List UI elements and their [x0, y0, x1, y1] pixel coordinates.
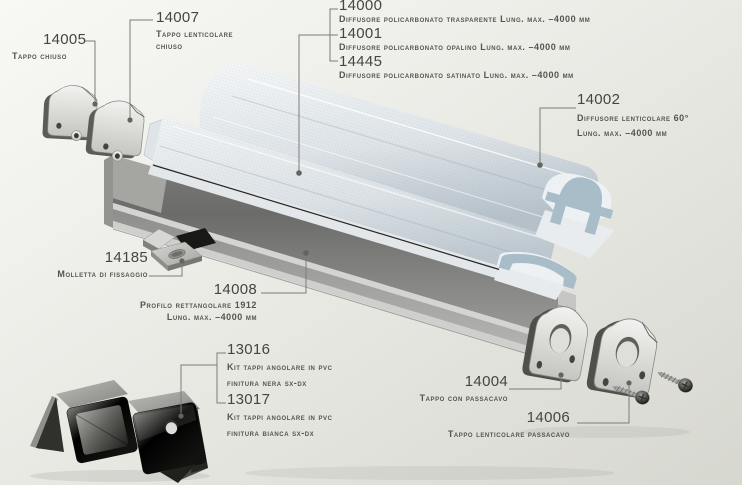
part-number-14007: 14007: [156, 9, 200, 26]
part-desc-13017-line2: finitura bianca sx-dx: [227, 428, 315, 438]
leader-14000-group: [298, 8, 338, 171]
fixing-clip-illustration: [142, 228, 216, 271]
leader-14002: [539, 107, 576, 162]
part-number-14004: 14004: [464, 373, 508, 390]
leader-13016-group: [180, 352, 226, 413]
leader-dots: [92, 101, 632, 419]
part-desc-14445: Diffusore policarbonato satinato Lung. m…: [339, 70, 574, 80]
part-desc-13016-line2: finitura nera sx-dx: [227, 378, 307, 388]
label-14185: 14185 Molletta di fissaggio: [36, 249, 148, 280]
part-desc-14008-line2: Lung. max. –4000 mm: [166, 312, 257, 322]
part-desc-14006: Tappo lenticolare passacavo: [447, 429, 570, 439]
leader-14185: [149, 263, 183, 277]
leader-14005: [84, 40, 96, 102]
end-cap-closed-illustration: [42, 83, 99, 141]
part-number-13017: 13017: [227, 391, 271, 408]
leader-14006: [577, 386, 630, 424]
part-number-14000: 14000: [339, 0, 383, 14]
label-14002: 14002 Diffusore lenticolare 60° Lung. ma…: [577, 91, 689, 141]
part-desc-14007-line1: Tappo lenticolare: [156, 29, 234, 39]
pvc-corner-cap-illustration: [30, 380, 208, 483]
label-14001: 14001 Diffusore policarbonato opalino Lu…: [339, 25, 590, 53]
part-desc-13016-line1: Kit tappi angolare in pvc: [227, 362, 333, 372]
lenticular-diffuser-end-profile: [545, 177, 614, 235]
leader-14007: [129, 19, 153, 118]
part-number-14006: 14006: [526, 409, 570, 426]
ground-shadows: [30, 426, 690, 482]
label-14005: 14005 Tappo chiuso: [12, 31, 87, 62]
label-14000: 14000 Diffusore policarbonato trasparent…: [339, 0, 590, 25]
diffuser-flat-illustration: [143, 116, 577, 300]
label-14445: 14445 Diffusore policarbonato satinato L…: [339, 53, 590, 81]
end-cap-lenticular-cable-gland-illustration: [585, 313, 662, 399]
part-number-13016: 13016: [227, 341, 271, 358]
label-diffuser-group: 14000 Diffusore policarbonato trasparent…: [339, 0, 590, 83]
leader-lines: [84, 8, 630, 424]
part-number-14185: 14185: [104, 249, 148, 266]
label-14004: 14004 Tappo con passacavo: [380, 373, 508, 404]
label-13017: 13017 Kit tappi angolare in pvc finitura…: [227, 391, 333, 439]
screw-icon: [657, 372, 693, 393]
part-desc-14002-line1: Diffusore lenticolare 60°: [577, 113, 689, 123]
leader-14008: [261, 256, 307, 294]
label-13016: 13016 Kit tappi angolare in pvc finitura…: [227, 341, 333, 389]
label-14007: 14007 Tappo lenticolare chiuso: [156, 9, 234, 52]
part-desc-14005: Tappo chiuso: [12, 51, 67, 61]
part-number-14005: 14005: [43, 31, 87, 48]
screw-icon: [612, 385, 650, 405]
part-number-14445: 14445: [339, 53, 383, 70]
flat-diffuser-end-profile: [498, 253, 577, 289]
leader-14004: [509, 378, 562, 390]
part-number-14002: 14002: [577, 91, 621, 108]
part-desc-14001: Diffusore policarbonato opalino Lung. ma…: [339, 42, 571, 52]
end-cap-lenticular-closed-illustration: [85, 97, 147, 162]
label-14008: 14008 Profilo rettangolare 1912 Lung. ma…: [127, 281, 257, 323]
part-desc-14002-line2: Lung. max. –4000 mm: [577, 128, 668, 138]
label-14006: 14006 Tappo lenticolare passacavo: [418, 409, 570, 440]
part-desc-14000: Diffusore policarbonato trasparente Lung…: [339, 14, 591, 24]
part-desc-14185: Molletta di fissaggio: [57, 269, 148, 279]
part-number-14008: 14008: [213, 281, 257, 298]
screws-illustration: [612, 372, 693, 405]
part-number-14001: 14001: [339, 25, 383, 42]
end-cap-cable-gland-illustration: [521, 301, 593, 384]
part-desc-14008-line1: Profilo rettangolare 1912: [140, 300, 257, 310]
part-desc-13017-line1: Kit tappi angolare in pvc: [227, 412, 333, 422]
part-desc-14004: Tappo con passacavo: [419, 393, 508, 403]
part-desc-14007-line2: chiuso: [156, 41, 183, 51]
